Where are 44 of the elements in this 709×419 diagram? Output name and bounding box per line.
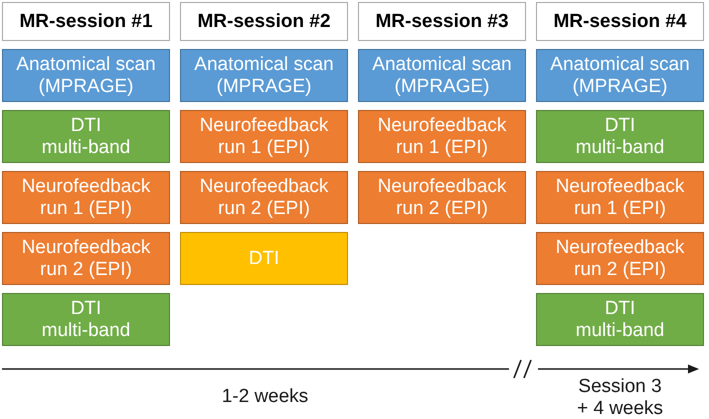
dti-block (536, 110, 704, 163)
dti-block (2, 293, 170, 346)
neurofeedback-block (358, 171, 526, 224)
scan-block (180, 49, 348, 102)
session-title: MR-session #4 (553, 10, 687, 32)
neurofeedback-label: Neurofeedback run 1 (EPI) (376, 114, 508, 158)
duration-label: Session 3 + 4 weeks (576, 376, 664, 419)
neurofeedback-label: Neurofeedback run 2 (EPI) (376, 176, 508, 220)
dti-block (2, 110, 170, 163)
session-title: MR-session #2 (197, 10, 331, 32)
neurofeedback-label: Neurofeedback run 1 (EPI) (198, 114, 330, 158)
session-header (180, 2, 348, 41)
neurofeedback-label: Neurofeedback run 2 (EPI) (20, 236, 152, 280)
neurofeedback-block (180, 110, 348, 163)
neurofeedback-block (2, 232, 170, 285)
scan-block (358, 49, 526, 102)
neurofeedback-block (2, 171, 170, 224)
neurofeedback-block (536, 232, 704, 285)
dti-label: DTI multi-band (574, 298, 666, 342)
dti-label: DTI multi-band (40, 298, 132, 342)
scan-label: Anatomical scan (MPRAGE) (15, 54, 157, 98)
duration-label: 1-2 weeks (220, 386, 310, 408)
scan-block (536, 49, 704, 102)
dti-label: DTI multi-band (40, 114, 132, 158)
neurofeedback-block (536, 171, 704, 224)
scan-label: Anatomical scan (MPRAGE) (193, 54, 335, 98)
neurofeedback-label: Neurofeedback run 1 (EPI) (20, 176, 152, 220)
session-header (2, 2, 170, 41)
session-header (536, 2, 704, 41)
session-title: MR-session #3 (375, 10, 509, 32)
dti-block (180, 232, 348, 285)
neurofeedback-label: Neurofeedback run 2 (EPI) (198, 176, 330, 220)
neurofeedback-block (180, 171, 348, 224)
neurofeedback-block (358, 110, 526, 163)
session-header (358, 2, 526, 41)
scan-block (2, 49, 170, 102)
dti-label: DTI multi-band (574, 114, 666, 158)
scan-label: Anatomical scan (MPRAGE) (371, 54, 513, 98)
session-title: MR-session #1 (19, 10, 153, 32)
scan-label: Anatomical scan (MPRAGE) (549, 54, 691, 98)
neurofeedback-label: Neurofeedback run 1 (EPI) (554, 176, 686, 220)
dti-label: DTI (248, 248, 280, 270)
dti-block (536, 293, 704, 346)
neurofeedback-label: Neurofeedback run 2 (EPI) (554, 236, 686, 280)
